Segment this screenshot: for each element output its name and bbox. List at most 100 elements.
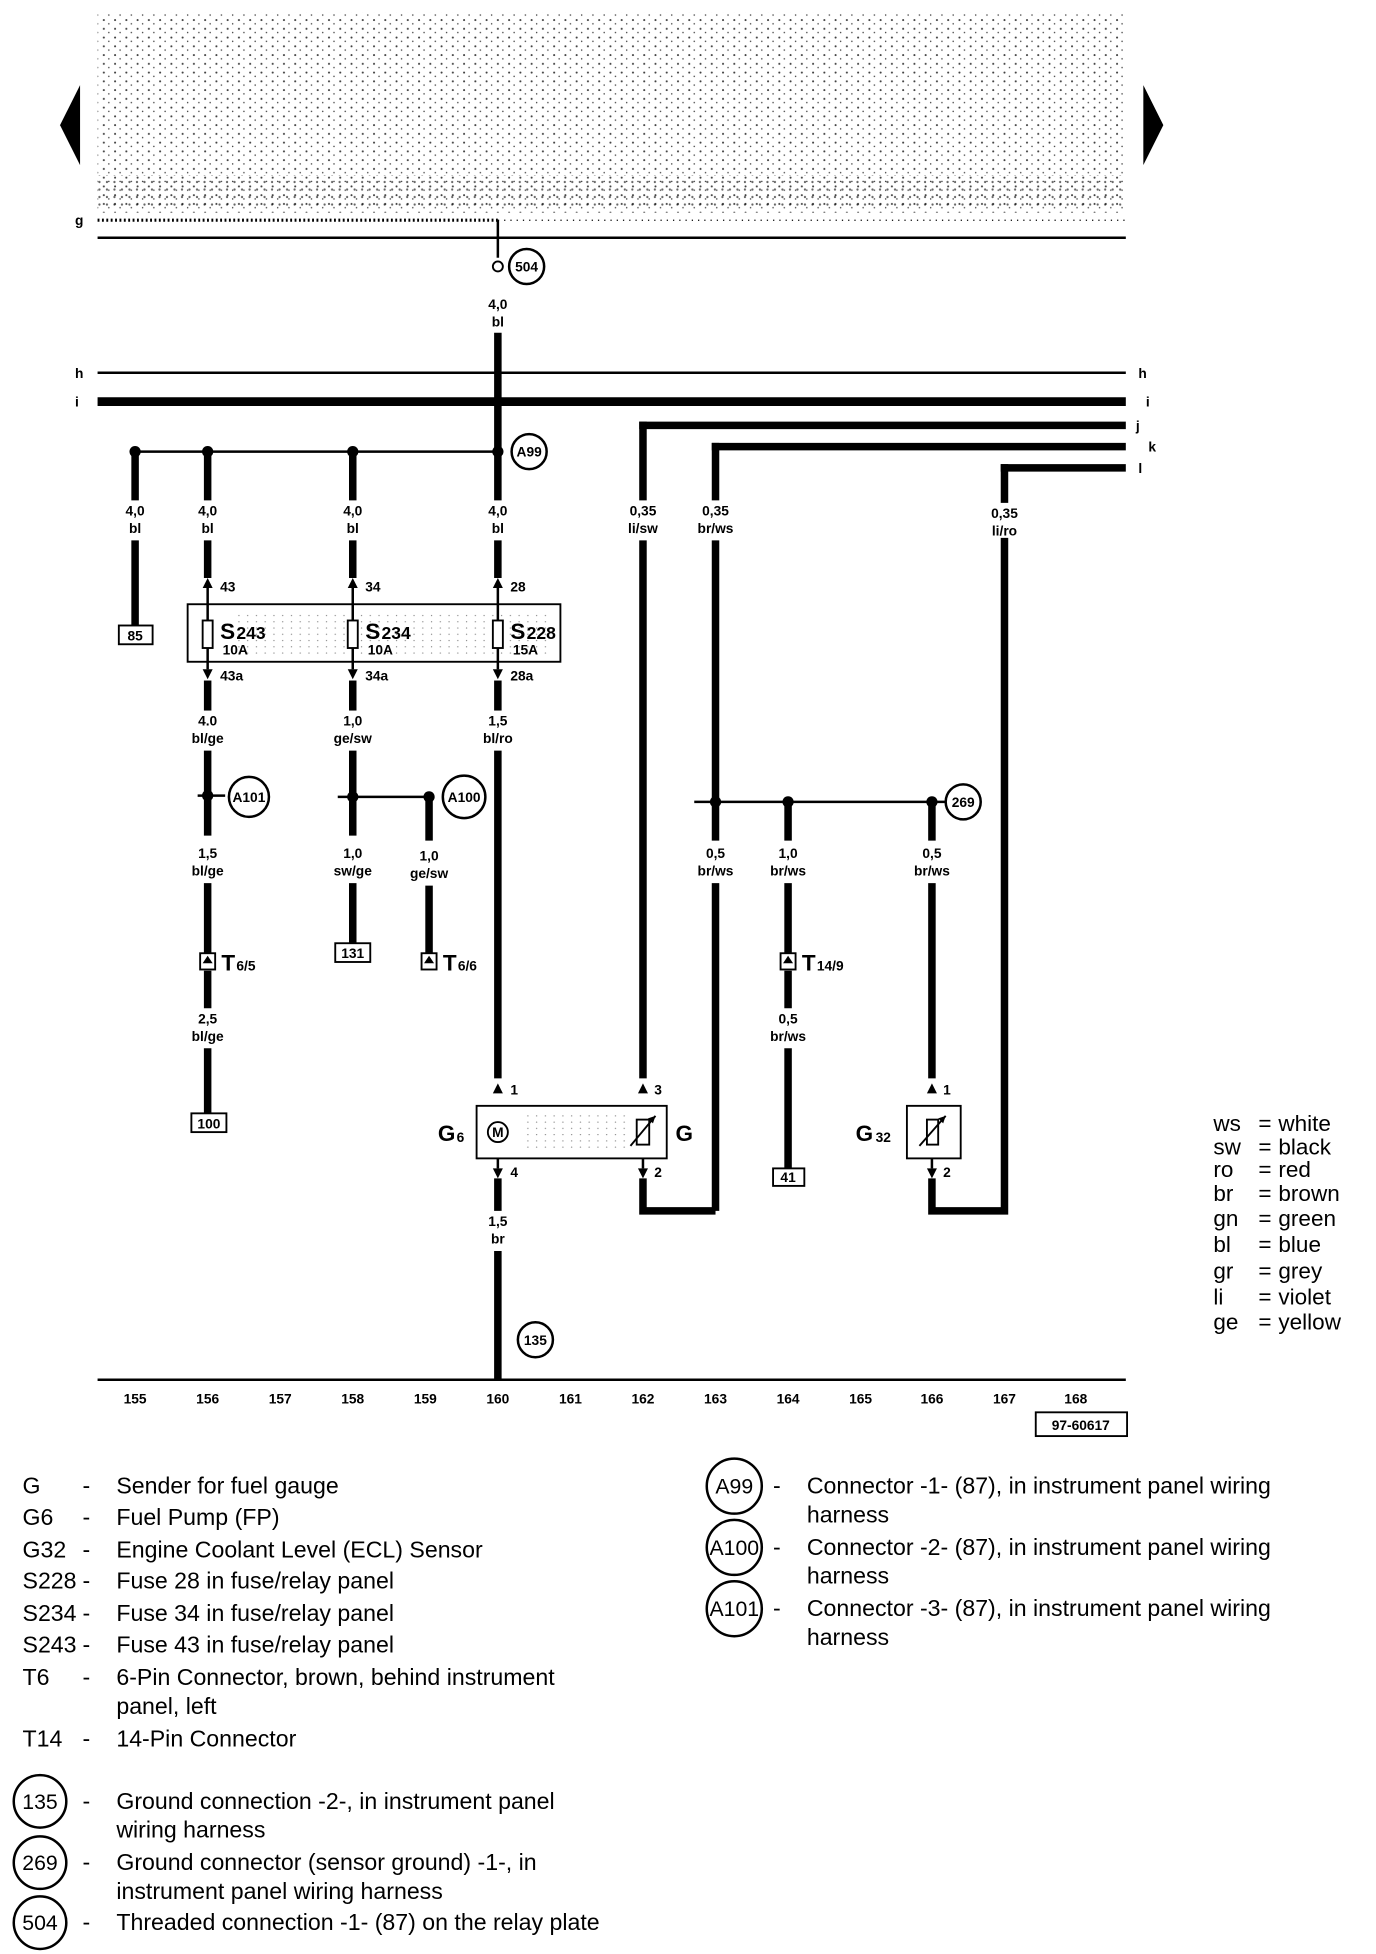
svg-text:Engine Coolant Level (ECL) Sen: Engine Coolant Level (ECL) Sensor [116, 1536, 483, 1562]
svg-text:ro: ro [1213, 1157, 1233, 1182]
svg-text:i: i [75, 395, 79, 410]
svg-text:43a: 43a [220, 669, 243, 684]
svg-text:43: 43 [220, 580, 236, 595]
svg-text:G: G [675, 1121, 693, 1146]
svg-text:0,5: 0,5 [706, 846, 725, 861]
svg-text:14/9: 14/9 [817, 959, 844, 974]
svg-text:-: - [83, 1631, 91, 1657]
svg-text:=: = [1258, 1206, 1271, 1231]
svg-text:-: - [773, 1595, 781, 1621]
svg-text:6/5: 6/5 [236, 959, 255, 974]
connector-269: 269 [944, 783, 982, 821]
svg-text:green: green [1278, 1206, 1336, 1231]
svg-text:=: = [1258, 1232, 1271, 1257]
svg-text:-: - [83, 1600, 91, 1626]
svg-text:j: j [1135, 418, 1140, 433]
svg-text:br: br [491, 1231, 505, 1246]
svg-text:br/ws: br/ws [914, 864, 950, 879]
svg-text:grey: grey [1278, 1258, 1323, 1283]
line-i: i i [75, 395, 1150, 410]
svg-text:Fuel Pump (FP): Fuel Pump (FP) [116, 1504, 279, 1530]
svg-text:100: 100 [197, 1116, 220, 1131]
fuse-s234: 34 S 234 10A 34a [346, 577, 411, 684]
svg-text:85: 85 [127, 629, 143, 644]
svg-text:Sender for fuel gauge: Sender for fuel gauge [116, 1473, 338, 1499]
svg-text:-: - [773, 1534, 781, 1560]
svg-text:-: - [83, 1536, 91, 1562]
svg-text:harness: harness [807, 1563, 889, 1589]
svg-text:=: = [1258, 1310, 1271, 1335]
svg-text:6: 6 [457, 1130, 465, 1145]
svg-text:Fuse 28 in fuse/relay panel: Fuse 28 in fuse/relay panel [116, 1568, 394, 1594]
ref-box-100 [190, 1112, 228, 1134]
svg-text:sw/ge: sw/ge [334, 864, 373, 879]
svg-text:=: = [1258, 1111, 1271, 1136]
svg-text:131: 131 [341, 946, 364, 961]
connector-a100: A100 [441, 774, 487, 820]
svg-text:4: 4 [510, 1165, 518, 1180]
svg-text:bl: bl [492, 521, 504, 536]
svg-text:S: S [510, 619, 525, 644]
svg-text:bl/ro: bl/ro [483, 731, 513, 746]
motor-icon [486, 1121, 509, 1144]
svg-text:1,5: 1,5 [198, 846, 217, 861]
svg-text:T: T [221, 951, 235, 976]
svg-text:1,0: 1,0 [343, 714, 362, 729]
svg-text:162: 162 [631, 1392, 654, 1407]
svg-text:Connector -2- (87), in instrum: Connector -2- (87), in instrument panel … [807, 1534, 1271, 1560]
svg-text:0,35: 0,35 [630, 503, 657, 518]
svg-text:Threaded connection -1- (87) o: Threaded connection -1- (87) on the rela… [116, 1909, 599, 1935]
svg-text:-: - [83, 1725, 91, 1751]
svg-text:-: - [83, 1473, 91, 1499]
svg-text:1: 1 [943, 1083, 951, 1098]
svg-text:159: 159 [414, 1392, 437, 1407]
svg-text:bl: bl [129, 521, 141, 536]
svg-text:166: 166 [920, 1392, 943, 1407]
svg-text:T6: T6 [23, 1664, 50, 1690]
svg-text:155: 155 [124, 1392, 147, 1407]
svg-text:0,5: 0,5 [922, 846, 941, 861]
svg-text:A101: A101 [232, 790, 265, 805]
line-h: h h [75, 366, 1147, 381]
svg-text:Fuse 34 in fuse/relay panel: Fuse 34 in fuse/relay panel [116, 1600, 394, 1626]
svg-text:156: 156 [196, 1392, 219, 1407]
svg-text:S228: S228 [23, 1568, 77, 1594]
svg-text:G: G [438, 1121, 456, 1146]
svg-text:harness: harness [807, 1501, 889, 1527]
svg-text:135: 135 [22, 1790, 57, 1814]
ref-box-131 [334, 942, 372, 963]
svg-text:269: 269 [22, 1851, 57, 1875]
line-g: g [75, 213, 1126, 228]
svg-text:=: = [1258, 1285, 1271, 1310]
svg-text:l: l [1138, 461, 1142, 476]
svg-text:160: 160 [486, 1392, 509, 1407]
svg-text:S: S [365, 619, 380, 644]
svg-text:A101: A101 [709, 1597, 759, 1621]
svg-text:167: 167 [993, 1392, 1016, 1407]
svg-text:504: 504 [515, 259, 538, 274]
svg-text:wiring harness: wiring harness [115, 1817, 265, 1843]
svg-text:32: 32 [876, 1130, 892, 1145]
legend-left: G - Sender for fuel gauge G6 - Fuel Pump… [23, 1473, 556, 1752]
svg-text:=: = [1258, 1181, 1271, 1206]
svg-text:=: = [1258, 1258, 1271, 1283]
connector-a99: A99 [510, 432, 548, 471]
connector-504: 504 [507, 247, 546, 286]
svg-text:li: li [1213, 1285, 1223, 1310]
svg-text:41: 41 [780, 1170, 796, 1185]
svg-text:=: = [1258, 1157, 1271, 1182]
svg-text:0,35: 0,35 [702, 503, 729, 518]
svg-text:yellow: yellow [1278, 1310, 1341, 1335]
svg-text:2,5: 2,5 [198, 1011, 217, 1026]
svg-text:34a: 34a [365, 669, 388, 684]
svg-text:panel, left: panel, left [116, 1693, 217, 1719]
svg-text:1,0: 1,0 [779, 846, 798, 861]
svg-text:0,5: 0,5 [779, 1011, 798, 1026]
right-arrow-icon [1143, 85, 1164, 166]
svg-text:br/ws: br/ws [770, 1029, 806, 1044]
drawing-code-box [1034, 1411, 1129, 1438]
svg-text:br/ws: br/ws [698, 864, 734, 879]
svg-text:234: 234 [382, 623, 411, 643]
svg-text:M: M [492, 1125, 503, 1140]
